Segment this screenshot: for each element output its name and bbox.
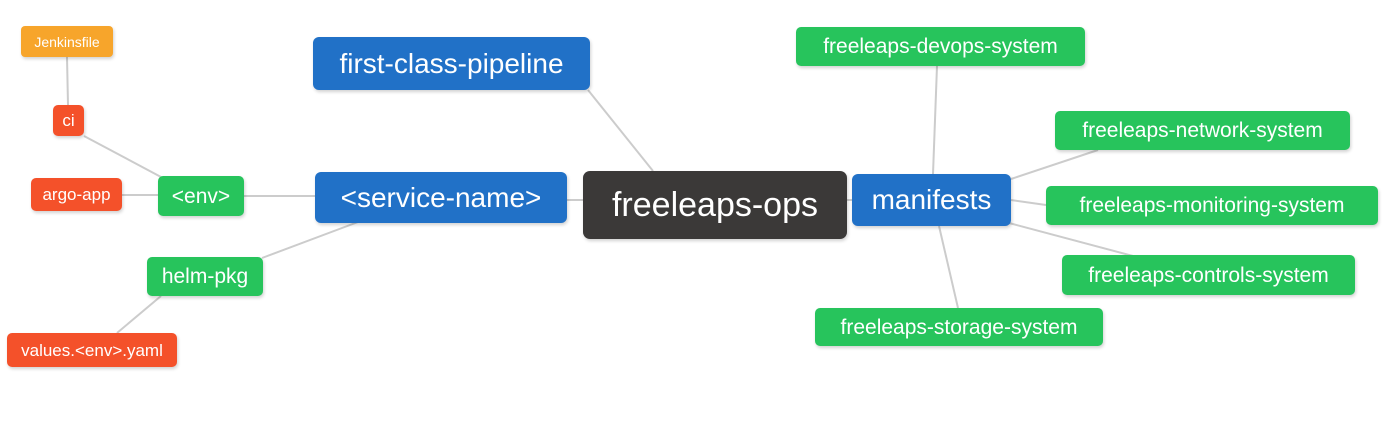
node-argo-app[interactable]: argo-app bbox=[31, 178, 122, 211]
node-ci[interactable]: ci bbox=[53, 105, 84, 136]
edge-manifests-network bbox=[1010, 149, 1099, 180]
node-helm-pkg[interactable]: helm-pkg bbox=[147, 257, 263, 296]
edge-pipeline-freeleaps-ops bbox=[587, 89, 654, 172]
node-freeleaps-controls-system[interactable]: freeleaps-controls-system bbox=[1062, 255, 1355, 295]
node-freeleaps-ops-root[interactable]: freeleaps-ops bbox=[583, 171, 847, 239]
edge-ci-env bbox=[83, 135, 162, 178]
edge-values-helm-pkg bbox=[116, 295, 162, 334]
edge-manifests-monitoring bbox=[1010, 199, 1047, 206]
edge-helm-pkg-service-name bbox=[261, 221, 359, 259]
node-env[interactable]: <env> bbox=[158, 176, 244, 216]
node-first-class-pipeline[interactable]: first-class-pipeline bbox=[313, 37, 590, 90]
edge-jenkinsfile-ci bbox=[66, 56, 69, 106]
edge-manifests-storage bbox=[938, 225, 959, 309]
node-freeleaps-network-system[interactable]: freeleaps-network-system bbox=[1055, 111, 1350, 150]
node-jenkinsfile[interactable]: Jenkinsfile bbox=[21, 26, 113, 57]
node-manifests[interactable]: manifests bbox=[852, 174, 1011, 226]
edge-manifests-controls bbox=[1008, 222, 1134, 257]
node-freeleaps-storage-system[interactable]: freeleaps-storage-system bbox=[815, 308, 1103, 346]
node-freeleaps-devops-system[interactable]: freeleaps-devops-system bbox=[796, 27, 1085, 66]
node-values-env-yaml[interactable]: values.<env>.yaml bbox=[7, 333, 177, 367]
node-freeleaps-monitoring-system[interactable]: freeleaps-monitoring-system bbox=[1046, 186, 1378, 225]
node-service-name[interactable]: <service-name> bbox=[315, 172, 567, 223]
edge-manifests-devops bbox=[932, 65, 938, 175]
